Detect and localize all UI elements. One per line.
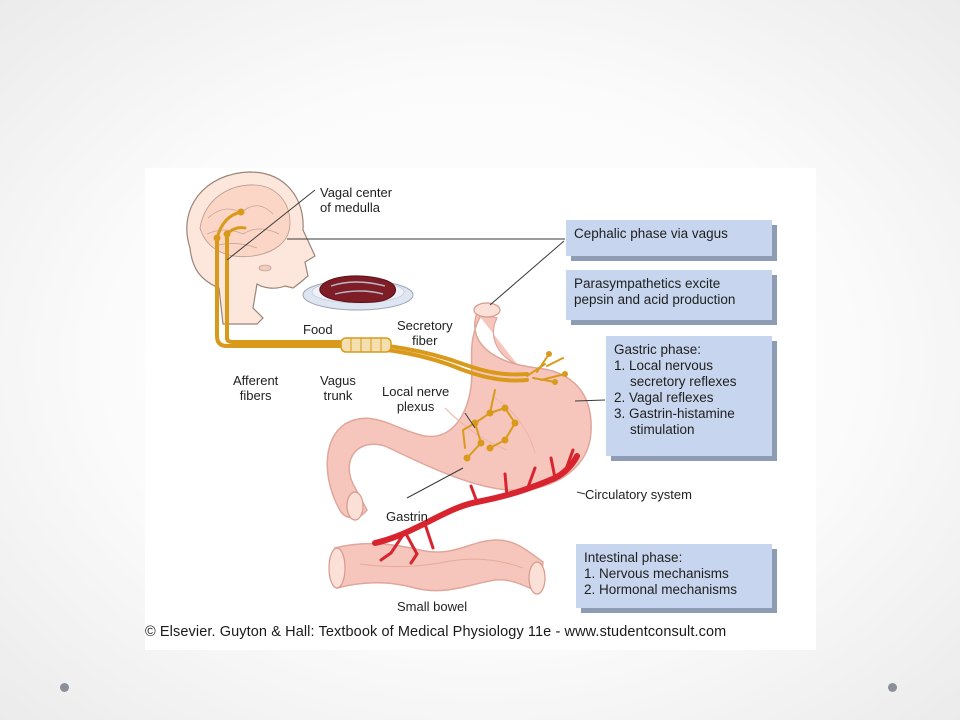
circulatory-vessels: [372, 448, 580, 565]
label-small-bowel: Small bowel: [397, 599, 468, 614]
gastric-item: 3. Gastrin-histamine: [614, 406, 735, 421]
parasympathetics-line-2: pepsin and acid production: [574, 292, 736, 307]
intestinal-item: 2. Hormonal mechanisms: [584, 582, 738, 597]
label-local-nerve-plexus: Local nerve plexus: [382, 384, 450, 414]
head-illustration: [186, 171, 316, 325]
box-intestinal-phase: Intestinal phase: 1. Nervous mechanisms …: [576, 544, 772, 608]
intestinal-phase-title: Intestinal phase:: [584, 550, 683, 565]
diagram-illustration: [186, 171, 606, 595]
box-cephalic-phase: Cephalic phase via vagus: [566, 220, 772, 256]
nerve-fibers: [215, 210, 566, 459]
label-gastrin: Gastrin: [386, 509, 428, 524]
stomach-illustration: [326, 302, 592, 521]
label-circulatory-system: Circulatory system: [585, 487, 692, 502]
label-secretory-fiber: Secretory fiber: [397, 318, 453, 348]
parasympathetics-line-1: Parasympathetics excite: [574, 276, 721, 291]
label-afferent-fibers: Afferent fibers: [233, 373, 279, 403]
label-vagus-trunk: Vagus trunk: [320, 373, 356, 403]
slide-bullet-dot-left: [60, 683, 69, 692]
gastric-phase-title: Gastric phase:: [614, 342, 702, 357]
slide-bullet-dot-right: [888, 683, 897, 692]
food-steak-plate: [302, 275, 414, 311]
gastric-item: secretory reflexes: [630, 374, 737, 389]
box-parasympathetics: Parasympathetics excite pepsin and acid …: [566, 270, 772, 320]
intestinal-item: 1. Nervous mechanisms: [584, 566, 729, 581]
leader-lines: [226, 189, 606, 499]
nerve-ganglia-dots: [213, 208, 568, 462]
physiology-figure: Vagal center of medulla Food Secretory f…: [145, 168, 816, 650]
gastric-item: stimulation: [630, 422, 695, 437]
label-vagal-center: Vagal center of medulla: [320, 185, 393, 215]
cephalic-phase-text: Cephalic phase via vagus: [574, 226, 728, 241]
copyright-line: © Elsevier. Guyton & Hall: Textbook of M…: [145, 624, 727, 640]
label-food: Food: [303, 322, 333, 337]
box-gastric-phase: Gastric phase: 1. Local nervous secretor…: [606, 336, 772, 456]
gastric-item: 2. Vagal reflexes: [614, 390, 714, 405]
small-bowel-illustration: [328, 539, 546, 595]
gastric-item: 1. Local nervous: [614, 358, 714, 373]
